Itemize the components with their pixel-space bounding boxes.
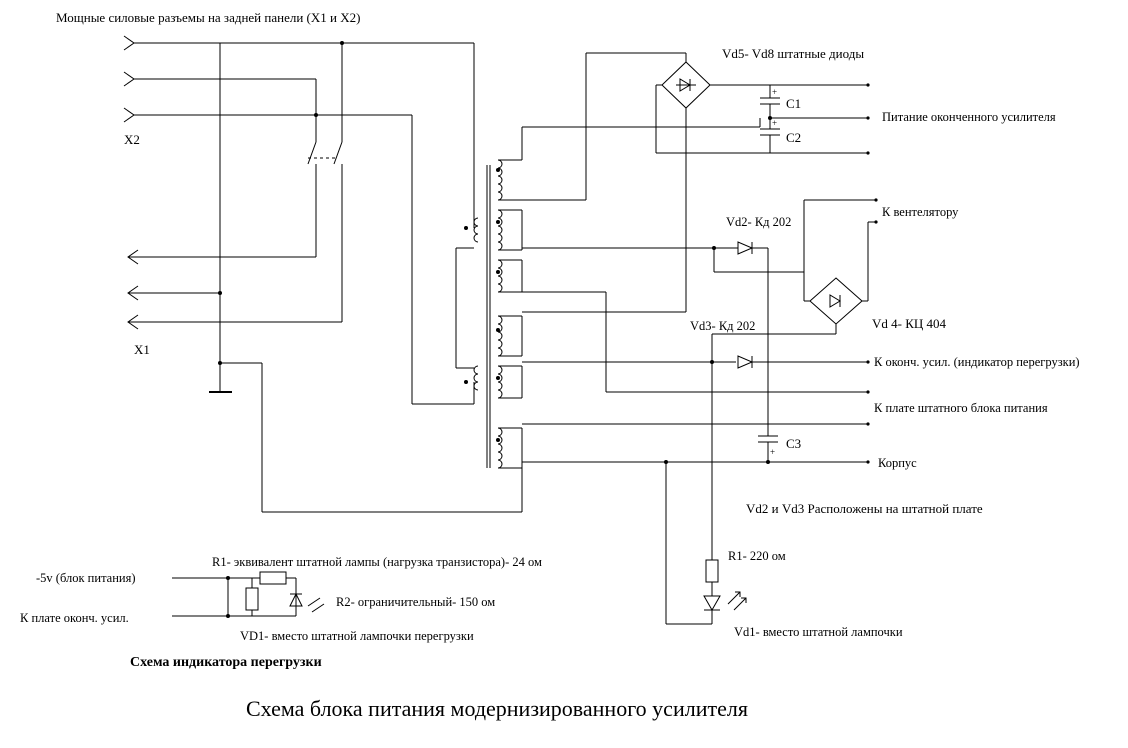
indicator-r1-label: R1- эквивалент штатной лампы (нагрузка т… (212, 555, 542, 569)
svg-text:+: + (772, 118, 777, 128)
capacitor-c1-label: C1 (786, 96, 801, 111)
svg-text:+: + (772, 87, 777, 97)
connector-x2 (123, 35, 474, 123)
output-terminals (866, 83, 878, 464)
output-overload-label: К оконч. усил. (индикатор перегрузки) (874, 355, 1080, 369)
indicator-circuit (172, 571, 325, 618)
mains-switch (307, 41, 344, 322)
output-psu-board-label: К плате штатного блока питания (874, 401, 1048, 415)
connector-x1 (127, 249, 342, 330)
capacitor-c3-label: C3 (786, 436, 801, 451)
diode-vd3 (710, 355, 868, 369)
connector-x1-label: X1 (134, 342, 150, 357)
capacitors-c1-c2: + + (759, 85, 868, 153)
output-fan-label: К вентелятору (882, 205, 959, 219)
diode-vd2 (712, 241, 804, 436)
connectors-title: Мощные силовые разъемы на задней панели … (56, 10, 360, 25)
led-branch (665, 462, 747, 625)
capacitor-c3: + (664, 435, 778, 464)
bridge-vd4 (711, 199, 869, 560)
svg-text:+: + (770, 447, 775, 457)
diode-vd3-label: Vd3- Кд 202 (690, 319, 755, 333)
bridge-vd5-vd8-label: Vd5- Vd8 штатные диоды (722, 46, 864, 61)
indicator-input-board: К плате оконч. усил. (20, 611, 129, 625)
connector-x2-label: X2 (124, 132, 140, 147)
vd2-vd3-note: Vd2 и Vd3 Расположены на штатной плате (746, 501, 983, 516)
led-vd1-label: Vd1- вместо штатной лампочки (734, 625, 903, 639)
indicator-title: Схема индикатора перегрузки (130, 655, 322, 670)
secondary-wiring (521, 52, 868, 512)
output-power-amp-label: Питание оконченного усилителя (882, 110, 1056, 124)
bridge-vd5-vd8 (655, 61, 868, 154)
indicator-r2-label: R2- ограничительный- 150 ом (336, 595, 495, 609)
transformer (464, 159, 522, 469)
led-r1-label: R1- 220 ом (728, 549, 786, 563)
indicator-input-minus5: -5v (блок питания) (36, 571, 136, 585)
output-chassis-label: Корпус (878, 456, 917, 470)
capacitor-c2-label: C2 (786, 130, 801, 145)
indicator-vd1-label: VD1- вместо штатной лампочки перегрузки (240, 629, 474, 643)
ground-wiring (209, 43, 522, 513)
bridge-vd4-label: Vd 4- КЦ 404 (872, 316, 947, 331)
primary-wiring (411, 43, 475, 405)
diagram-title: Схема блока питания модернизированного у… (246, 696, 748, 721)
diode-vd2-label: Vd2- Кд 202 (726, 215, 791, 229)
